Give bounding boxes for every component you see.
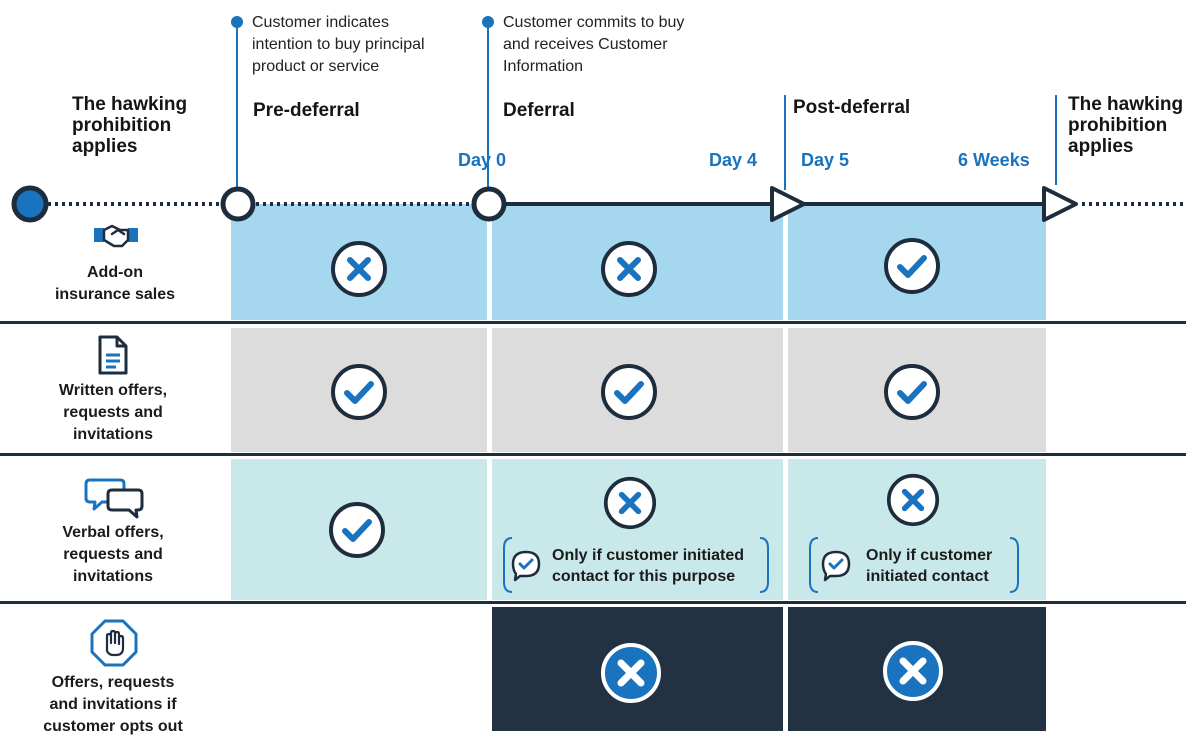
row-divider-2 [0, 453, 1186, 456]
stop-hand-icon [90, 619, 138, 667]
row3-label: Verbal offers, requests and invitations [62, 524, 164, 585]
post-deferral-marker [784, 95, 786, 190]
day4-arrowhead [770, 186, 806, 222]
row4-deferral-cross-icon [601, 643, 661, 703]
document-icon [98, 335, 128, 375]
row1-label: Add-on insurance sales [54, 264, 176, 303]
speech-bubbles-icon [84, 478, 144, 519]
applies-left-label: The hawking prohibition applies [72, 94, 188, 157]
row2-post-check-icon [884, 364, 940, 420]
applies-right-marker [1055, 95, 1057, 185]
row-divider-1 [0, 321, 1186, 324]
day-0-label: Day 0 [458, 150, 507, 170]
milestone-2-text: Customer commits to buy and receives Cus… [503, 14, 685, 75]
row4-label: Offers, requests and invitations if cust… [43, 674, 183, 735]
row1-deferral-cross-icon [601, 241, 657, 297]
row3-deferral-condition-text: Only if customer initiated contact for t… [552, 547, 745, 585]
row2-deferral-check-icon [601, 364, 657, 420]
row-divider-3 [0, 601, 1186, 604]
row4-post-cross-icon [883, 641, 943, 701]
day-5-label: Day 5 [801, 150, 850, 170]
six-weeks-label: 6 Weeks [958, 150, 1030, 170]
milestone-1-text: Customer indicates intention to buy prin… [252, 14, 425, 75]
left-bracket [503, 537, 513, 593]
weeks6-arrowhead [1042, 186, 1078, 222]
timeline-start-node [11, 185, 49, 223]
applies-right-label: The hawking prohibition applies [1068, 94, 1184, 157]
milestone-2-dot [482, 16, 494, 28]
milestone-1-dot [231, 16, 243, 28]
deferral-label: Deferral [503, 100, 575, 121]
row1-pre-cross-icon [331, 241, 387, 297]
milestone-2-stem [487, 24, 489, 202]
day0-node [471, 186, 507, 222]
day-4-label: Day 4 [709, 150, 758, 170]
chat-check-icon [511, 550, 541, 582]
row3-deferral-cross-icon [603, 476, 657, 530]
post-deferral-label: Post-deferral [793, 97, 911, 118]
right-bracket [759, 537, 769, 593]
left-bracket [809, 537, 819, 593]
chat-check-icon [821, 550, 851, 582]
row2-pre-check-icon [331, 364, 387, 420]
row3-post-condition: Only if customer initiated contact [808, 536, 1020, 594]
right-bracket [1009, 537, 1019, 593]
handshake-icon [94, 224, 138, 248]
pre-deferral-label: Pre-deferral [253, 100, 360, 121]
milestone-1-stem [236, 24, 238, 202]
row3-pre-check-icon [329, 502, 385, 558]
row3-post-cross-icon [886, 473, 940, 527]
row3-deferral-condition: Only if customer initiated contact for t… [502, 536, 770, 594]
row1-post-check-icon [884, 238, 940, 294]
row2-label: Written offers, requests and invitations [58, 382, 168, 443]
row3-post-condition-text: Only if customer initiated contact [866, 547, 993, 585]
pre-deferral-node [220, 186, 256, 222]
